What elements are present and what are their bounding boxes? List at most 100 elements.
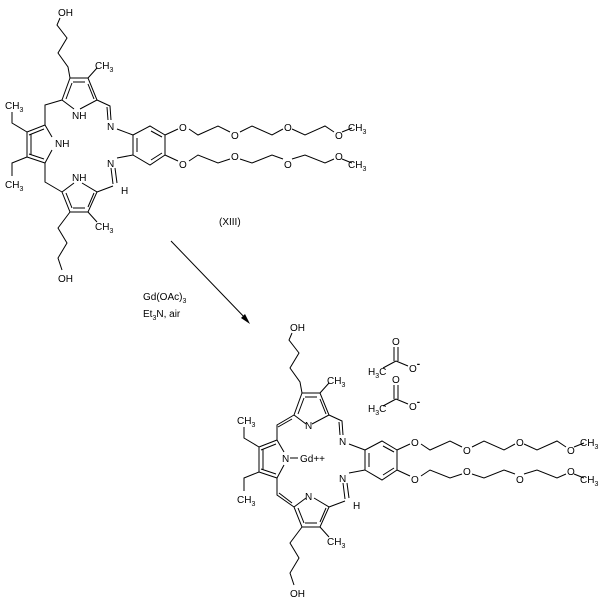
methyl-label: CH3	[95, 61, 113, 74]
bond	[328, 500, 346, 508]
methyl-label: CH3	[348, 160, 366, 173]
nitrogen-label: N	[282, 454, 289, 465]
bond	[87, 192, 95, 208]
bond	[328, 414, 344, 436]
nitrogen-label: N	[107, 159, 114, 170]
bond	[319, 507, 327, 523]
oxygen-label: O	[567, 446, 575, 457]
bond	[523, 440, 567, 451]
bond	[289, 526, 303, 586]
methyl-label: CH3	[580, 475, 598, 488]
bond	[106, 106, 109, 121]
bond	[239, 154, 284, 164]
bond	[293, 414, 307, 425]
bond	[11, 156, 28, 176]
oxygen-label: O	[284, 123, 292, 134]
reaction-arrow	[170, 240, 249, 322]
bond	[573, 473, 585, 479]
bond	[44, 124, 53, 138]
nh-label: NH	[72, 173, 86, 184]
oxygen-label: O	[463, 467, 471, 478]
svg-text:H3C: H3C	[368, 404, 386, 417]
bond	[348, 443, 366, 451]
bond	[116, 154, 134, 159]
bond	[114, 167, 118, 184]
hydrogen-label: H	[353, 501, 360, 512]
svg-text:O-: O-	[409, 397, 420, 413]
bond	[338, 421, 341, 436]
bond	[26, 124, 46, 164]
bond	[61, 182, 75, 193]
bond	[87, 211, 98, 223]
bond	[420, 440, 463, 451]
bond	[276, 478, 295, 508]
hydrogen-label: H	[121, 186, 128, 197]
bond	[110, 167, 114, 185]
oxygen-label: O	[179, 160, 187, 171]
nh-label: NH	[55, 139, 69, 150]
bond	[319, 398, 327, 415]
bond	[96, 99, 112, 121]
methyl-label: CH3	[95, 222, 113, 235]
methyl-label: CH3	[327, 537, 345, 550]
bond	[11, 112, 28, 133]
nitrogen-label: N	[107, 122, 114, 133]
nitrogen-label: N	[339, 437, 346, 448]
svg-text:O: O	[392, 375, 400, 386]
bond	[277, 418, 293, 428]
methyl-label: CH3	[5, 101, 23, 114]
svg-text:O: O	[392, 337, 400, 348]
methyl-label: CH3	[348, 123, 366, 136]
bond	[96, 185, 114, 193]
bond	[319, 526, 330, 538]
oxygen-label: O	[284, 160, 292, 171]
methyl-label: CH3	[5, 180, 23, 193]
oxygen-label: O	[179, 123, 187, 134]
bond	[150, 152, 163, 161]
bond	[297, 507, 305, 524]
bond	[260, 443, 277, 451]
bond	[291, 154, 335, 164]
bond	[188, 125, 231, 136]
bond	[243, 427, 260, 448]
bond	[56, 17, 71, 79]
bond	[302, 392, 330, 425]
bond	[288, 332, 303, 394]
bond	[44, 163, 63, 193]
nitrogen-label: N	[305, 421, 312, 432]
hydroxyl-label: OH	[58, 8, 73, 19]
hydroxyl-label: OH	[290, 323, 305, 334]
bond	[164, 154, 179, 162]
oxygen-label: O	[516, 438, 524, 449]
bond	[87, 67, 98, 79]
bond	[65, 82, 73, 100]
bond	[293, 392, 303, 416]
bond	[164, 128, 179, 136]
bond	[28, 153, 45, 160]
bond	[341, 127, 353, 133]
oxygen-label: O	[567, 467, 575, 478]
bond	[319, 382, 330, 394]
bond	[150, 130, 163, 138]
bond	[65, 192, 73, 209]
bond	[523, 469, 567, 479]
bond	[276, 414, 295, 440]
compound-label: (XIII)	[219, 217, 241, 228]
oxygen-label: O	[231, 152, 239, 163]
reagent-line-2: Et3N, air	[143, 309, 181, 322]
bond	[116, 128, 134, 136]
bond	[243, 471, 260, 491]
bond	[382, 467, 395, 476]
bond	[346, 482, 350, 499]
bond	[276, 439, 285, 453]
hydroxyl-label: OH	[58, 274, 73, 285]
bond	[297, 397, 305, 415]
bond	[364, 440, 398, 481]
bond	[258, 439, 278, 479]
bond	[471, 440, 516, 451]
oxygen-label: O	[335, 152, 343, 163]
bond	[70, 77, 98, 110]
gadolinium-label: Gd++	[300, 454, 325, 465]
